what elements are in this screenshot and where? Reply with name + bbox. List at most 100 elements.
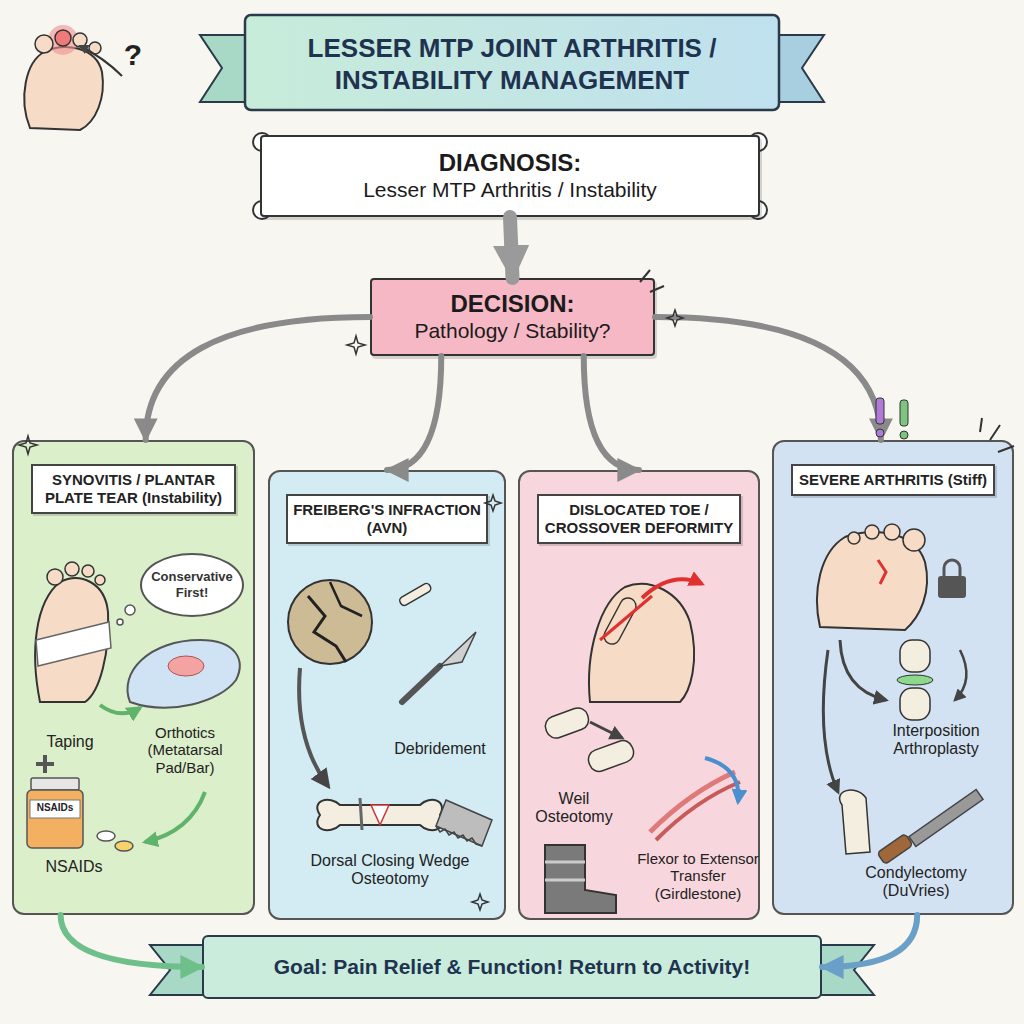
bone-segment <box>543 705 592 741</box>
sparkle <box>485 495 501 511</box>
sparkle <box>347 336 365 354</box>
pill <box>115 841 133 851</box>
exclaim-mark <box>900 400 908 426</box>
transfer-arrow <box>705 758 738 802</box>
exclaim-dot <box>900 431 908 439</box>
branch-panel: SEVERE ARTHRITIS (Stiff) <box>772 440 1014 915</box>
spark-lines <box>640 270 664 292</box>
sparkle <box>19 436 37 454</box>
flow-arrow <box>584 356 639 470</box>
sparkle <box>667 310 683 326</box>
pointer-arrow <box>80 46 122 76</box>
correction-arrow <box>642 579 702 598</box>
step-arrow <box>145 792 205 842</box>
box-heading: DIAGNOSIS: <box>439 149 582 177</box>
plus-sign <box>43 755 47 773</box>
scalpel-handle <box>402 666 440 702</box>
bone-icon <box>398 582 432 607</box>
flow-arrow <box>146 317 370 440</box>
tape-strip <box>36 622 111 666</box>
post-op-boot <box>545 845 616 913</box>
crack-line <box>330 582 362 616</box>
treatment-label: NSAIDs <box>27 802 83 814</box>
panel-heading: FREIBERG'S INFRACTION (AVN) <box>286 494 487 544</box>
toe <box>47 569 63 585</box>
thought-dot <box>125 605 135 615</box>
title-text: LESSER MTP JOINT ARTHRITIS / INSTABILITY… <box>262 20 762 108</box>
bone-file <box>909 790 983 847</box>
flow-arrow <box>387 356 441 470</box>
treatment-label: Orthotics (Metatarsal Pad/Bar) <box>118 724 252 776</box>
step-arrow <box>955 650 966 700</box>
metatarsal-pad <box>168 656 204 676</box>
toe <box>73 33 87 47</box>
taped-foot <box>35 578 108 702</box>
exclaim-dot <box>876 429 884 437</box>
branch-panel: SYNOVITIS / PLANTAR PLATE TEAR (Instabil… <box>12 440 255 915</box>
deformity-line <box>600 596 652 640</box>
toe <box>95 575 105 585</box>
sparkle <box>472 894 488 910</box>
step-arrow <box>823 650 838 792</box>
ribbon-tail <box>200 35 255 102</box>
toe <box>903 529 925 551</box>
bubble-text: Conservative First! <box>142 565 242 605</box>
crossed-toe <box>601 595 639 647</box>
boot-strap <box>545 879 585 882</box>
panel-heading: SEVERE ARTHRITIS (Stiff) <box>791 464 996 496</box>
painful-toe <box>55 30 71 46</box>
tendon <box>656 782 740 840</box>
pain-glow <box>48 25 78 55</box>
flow-arrow <box>510 217 513 278</box>
joint-pain <box>878 560 886 584</box>
pill <box>97 831 115 841</box>
treatment-label: Interposition Arthroplasty <box>864 722 1008 759</box>
goal-banner: Goal: Pain Relief & Function! Return to … <box>202 935 822 999</box>
treatment-label: Debridement <box>378 740 502 758</box>
plus-sign <box>36 762 54 766</box>
toe <box>65 562 79 576</box>
shift-arrow <box>590 722 622 738</box>
bone-end <box>900 688 930 720</box>
spark-lines <box>980 418 1014 452</box>
tendon <box>650 772 735 832</box>
ribbon-tail <box>769 35 824 102</box>
treatment-label: Dorsal Closing Wedge Osteotomy <box>292 852 488 889</box>
flow-arrow <box>655 317 881 440</box>
bone-end <box>900 640 930 672</box>
saw-teeth <box>436 826 482 846</box>
treatment-label: Flexor to Extensor Transfer (Girdlestone… <box>634 850 762 902</box>
title-ribbon <box>245 15 779 110</box>
lock-shackle <box>944 560 960 577</box>
treatment-label: Condylectomy (DuVries) <box>846 864 986 901</box>
screw <box>360 798 362 830</box>
bottle-cap <box>31 778 79 790</box>
flow-arrow <box>61 915 202 967</box>
pill-bottle <box>27 790 83 848</box>
toe <box>89 42 101 54</box>
ribbon-tail <box>819 945 874 995</box>
panel-heading: SYNOVITIS / PLANTAR PLATE TEAR (Instabil… <box>31 464 237 514</box>
wedge-cut <box>371 805 389 825</box>
boot-strap <box>545 861 585 864</box>
foot-sketch <box>24 47 103 130</box>
treatment-label: Weil Osteotomy <box>526 790 622 827</box>
step-arrow <box>840 640 886 700</box>
panel-heading: DISLOCATED TOE / CROSSOVER DEFORMITY <box>537 494 742 544</box>
metatarsal-bone <box>317 800 442 830</box>
treatment-label: Taping <box>28 733 112 751</box>
toe <box>865 525 879 539</box>
treatment-label: ? <box>116 38 150 73</box>
exclaim-mark <box>876 398 884 424</box>
toe-sketch <box>589 584 694 702</box>
step-arrow <box>100 705 140 713</box>
orthotic-insole <box>127 640 239 708</box>
condyle-bone <box>840 790 870 854</box>
ribbon-tail <box>150 945 205 995</box>
scalpel-blade <box>440 632 476 666</box>
lock-body <box>938 576 966 598</box>
treatment-label: NSAIDs <box>32 858 116 876</box>
stiff-foot <box>817 532 927 630</box>
box-heading: DECISION: <box>450 290 574 318</box>
